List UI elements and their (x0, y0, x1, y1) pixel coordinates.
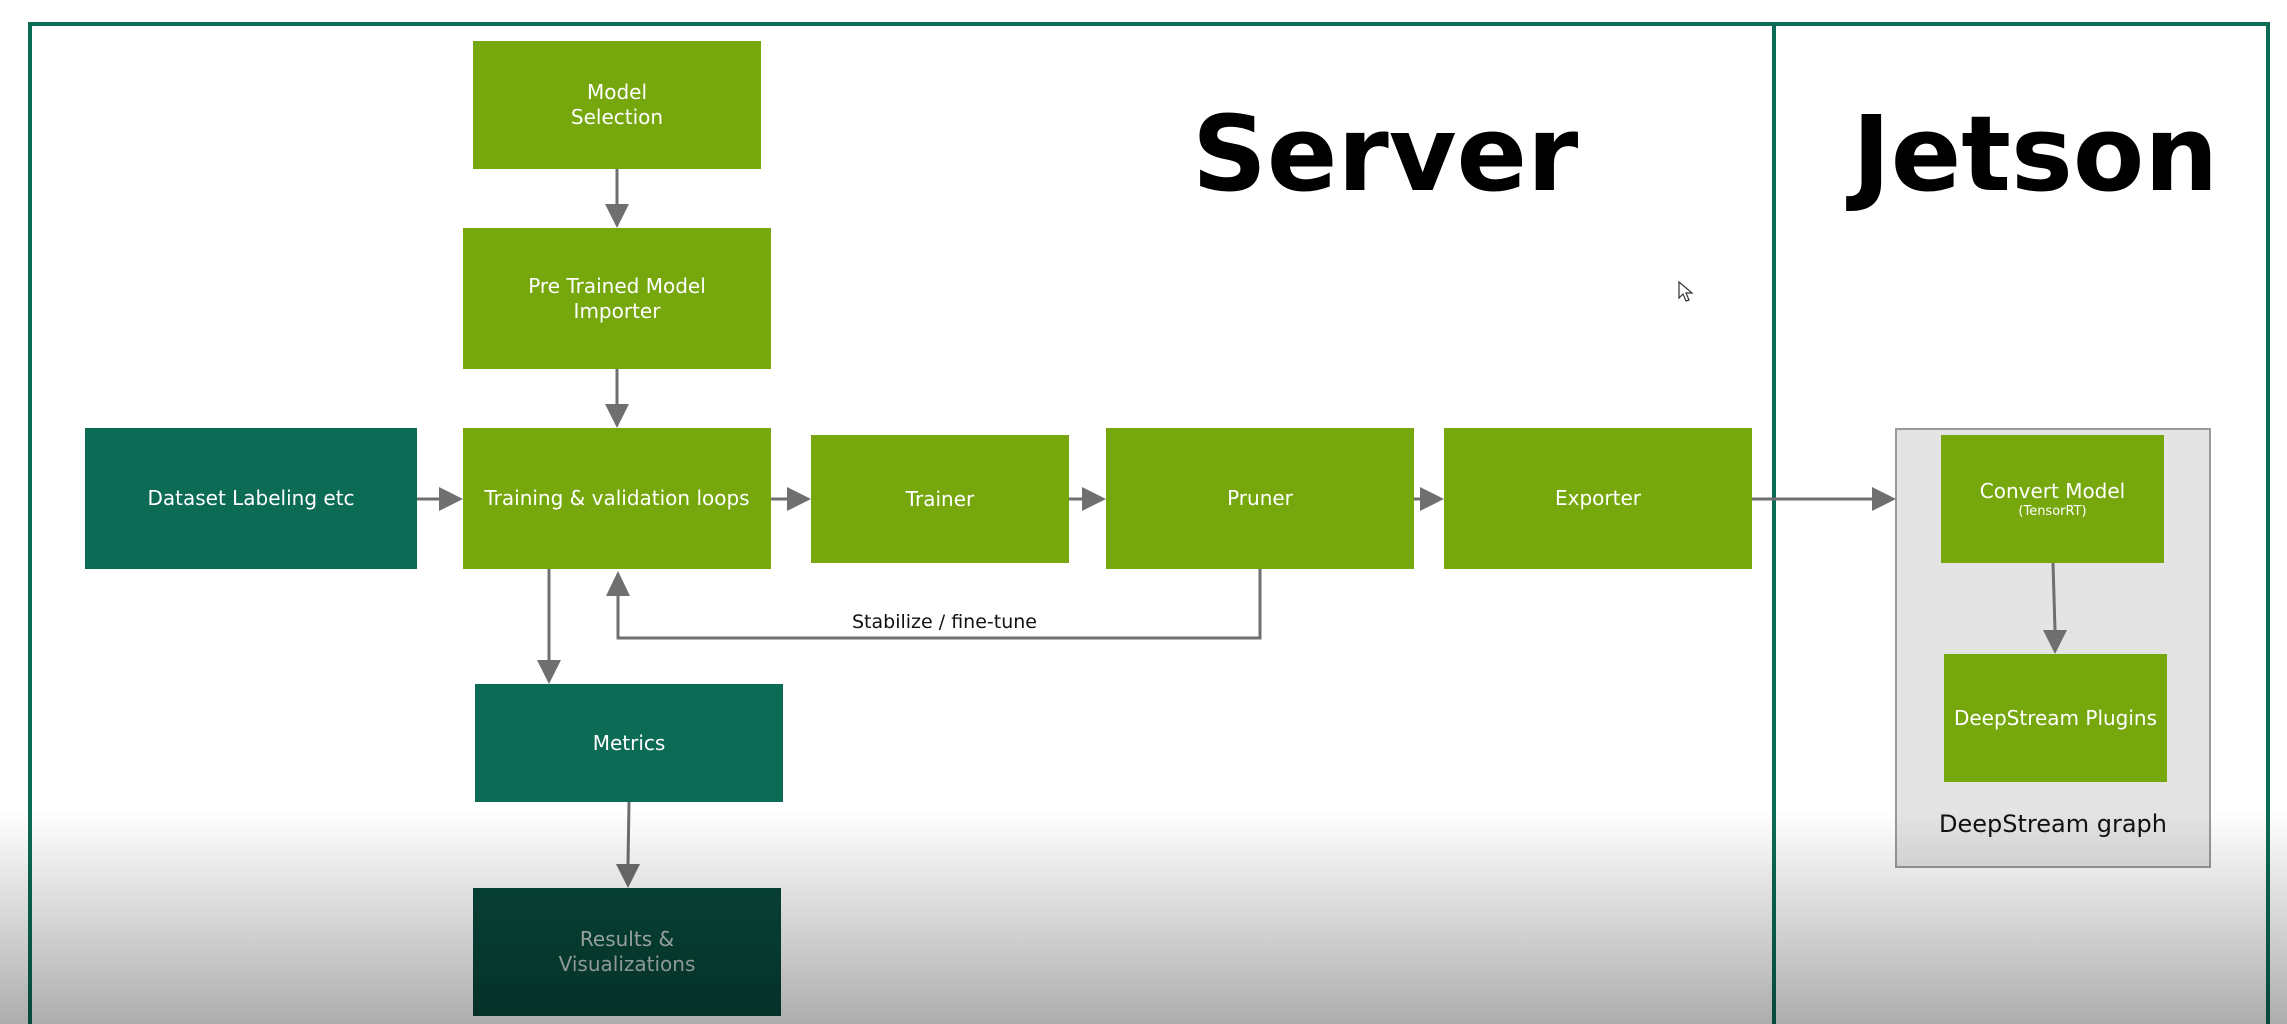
arrowhead-metrics (537, 660, 561, 684)
server-heading: Server (1192, 93, 1579, 215)
convert-model-node: Convert Model (TensorRT) (1941, 435, 2164, 563)
exporter-label: Exporter (1555, 486, 1641, 510)
mouse-pointer-icon (1678, 281, 1694, 302)
metrics-label: Metrics (592, 730, 666, 755)
training-loops-label: Training & validation loops (484, 486, 750, 510)
pretrained-importer-line1: Pre Trained Model (528, 273, 706, 298)
pruner-label: Pruner (1227, 486, 1293, 510)
training-loops-node: Training & validation loops (463, 428, 771, 569)
trainer-node: Trainer (811, 435, 1069, 563)
dataset-labeling-node: Dataset Labeling etc (85, 428, 417, 569)
arrowhead-feedback (606, 571, 630, 596)
edge-convert-to-plugins (2051, 562, 2057, 631)
deepstream-graph-label: DeepStream graph (1939, 810, 2167, 838)
arrowhead-training-left (439, 487, 463, 511)
deepstream-plugins-node: DeepStream Plugins (1944, 654, 2167, 782)
stabilize-edge-label: Stabilize / fine-tune (852, 611, 1037, 633)
trainer-label: Trainer (905, 486, 975, 511)
convert-model-label: Convert Model (1979, 478, 2126, 503)
arrowhead-plugins (2043, 630, 2067, 654)
jetson-heading: Jetson (1852, 93, 2219, 215)
results-node: Results & Visualizations (473, 888, 781, 1016)
pretrained-importer-node: Pre Trained Model Importer (463, 228, 771, 369)
arrowhead-training-top (605, 404, 629, 428)
model-selection-node: Model Selection (473, 41, 761, 169)
arrowhead-results (616, 864, 640, 888)
jetson-panel (1772, 22, 2270, 1024)
convert-model-sub: (TensorRT) (2018, 503, 2087, 519)
server-panel (28, 22, 1778, 1024)
arrowhead-trainer (787, 487, 811, 511)
results-line2: Visualizations (558, 952, 696, 976)
pruner-node: Pruner (1106, 428, 1414, 569)
pretrained-importer-line2: Importer (573, 298, 661, 323)
arrowhead-pruner (1082, 487, 1106, 511)
results-line1: Results & (579, 927, 675, 951)
edge-pruner-feedback (616, 569, 1262, 640)
exporter-node: Exporter (1444, 428, 1752, 569)
model-selection-line1: Model (586, 80, 648, 104)
arrowhead-convert (1872, 487, 1896, 511)
arrowhead-exporter (1420, 487, 1444, 511)
model-selection-line2: Selection (570, 105, 664, 129)
edge-metrics-to-results (626, 801, 631, 865)
deepstream-plugins-label: DeepStream Plugins (1953, 705, 2158, 730)
arrowhead-pretrained (605, 204, 629, 228)
dataset-labeling-label: Dataset Labeling etc (147, 486, 355, 510)
metrics-node: Metrics (475, 684, 783, 802)
